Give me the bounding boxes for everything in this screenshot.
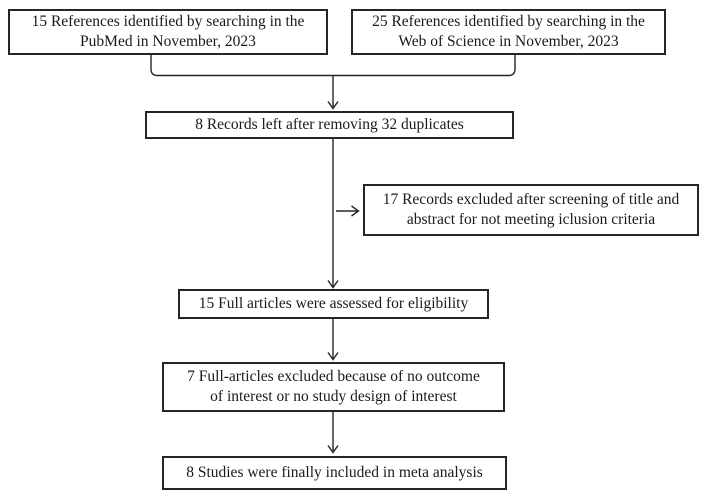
flow-box-web-of-science-records: 25 References identified by searching in… bbox=[351, 9, 666, 55]
flow-box-excluded-after-screening: 17 Records excluded after screening of t… bbox=[363, 184, 699, 236]
arrow-down-3-head bbox=[327, 352, 339, 361]
arrow-down-2-head bbox=[327, 280, 339, 289]
arrow-down-1-head bbox=[327, 101, 339, 110]
arrow-down-4-head bbox=[327, 445, 339, 454]
arrow-right-branch-head bbox=[351, 205, 360, 217]
flow-box-assessed-for-eligibility: 15 Full articles were assessed for eligi… bbox=[178, 289, 489, 319]
flow-box-records-after-duplicates: 8 Records left after removing 32 duplica… bbox=[145, 111, 514, 139]
merge-bracket-line bbox=[150, 55, 516, 77]
flow-box-pubmed-records: 15 References identified by searching in… bbox=[8, 9, 328, 55]
flow-box-included-in-meta-analysis: 8 Studies were finally included in meta … bbox=[162, 456, 507, 490]
flow-box-fulltext-excluded: 7 Full-articles excluded because of no o… bbox=[162, 362, 505, 412]
